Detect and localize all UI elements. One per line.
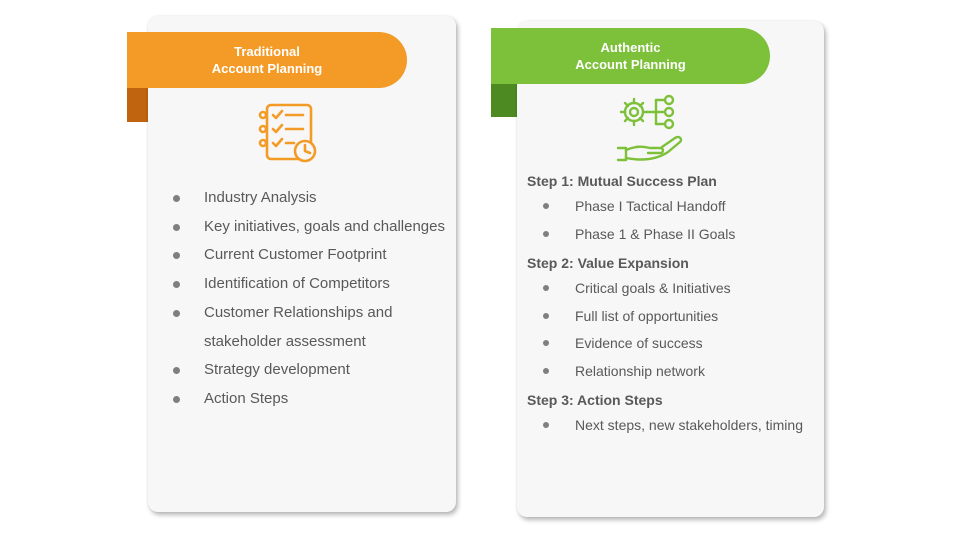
list-item: Strategy development <box>168 356 456 385</box>
list-item: Evidence of success <box>527 335 817 352</box>
step-1: Step 1: Mutual Success Plan Phase I Tact… <box>527 171 817 243</box>
step-3-items: Next steps, new stakeholders, timing <box>527 417 817 434</box>
list-item: Action Steps <box>168 385 456 414</box>
authentic-ribbon: Authentic Account Planning <box>491 28 770 84</box>
list-item: Customer Relationships and stakeholder a… <box>168 299 456 356</box>
ribbon-fold-traditional <box>127 84 149 122</box>
list-item: Relationship network <box>527 363 817 380</box>
list-item: Industry Analysis <box>168 184 456 213</box>
checklist-clock-icon <box>256 102 322 164</box>
authentic-title-line2: Account Planning <box>575 57 686 72</box>
list-item: Key initiatives, goals and challenges <box>168 213 456 242</box>
list-item: Identification of Competitors <box>168 270 456 299</box>
list-item: Next steps, new stakeholders, timing <box>527 417 817 434</box>
ribbon-fold-authentic <box>491 79 518 117</box>
step-2-items: Critical goals & Initiatives Full list o… <box>527 280 817 380</box>
traditional-ribbon: Traditional Account Planning <box>127 32 407 88</box>
list-item: Phase 1 & Phase II Goals <box>527 226 817 243</box>
list-item: Phase I Tactical Handoff <box>527 198 817 215</box>
step-1-title: Step 1: Mutual Success Plan <box>527 173 717 189</box>
traditional-title-line1: Traditional <box>234 44 300 59</box>
step-1-items: Phase I Tactical Handoff Phase 1 & Phase… <box>527 198 817 243</box>
authentic-title-line1: Authentic <box>600 40 661 55</box>
hand-gear-network-icon <box>612 92 688 164</box>
step-2-title: Step 2: Value Expansion <box>527 255 689 271</box>
list-item: Full list of opportunities <box>527 308 817 325</box>
list-item: Critical goals & Initiatives <box>527 280 817 297</box>
list-item: Current Customer Footprint <box>168 241 456 270</box>
traditional-title-line2: Account Planning <box>211 61 323 76</box>
step-3-title: Step 3: Action Steps <box>527 392 663 408</box>
step-2: Step 2: Value Expansion Critical goals &… <box>527 253 817 380</box>
traditional-card <box>148 16 456 512</box>
traditional-list: Industry Analysis Key initiatives, goals… <box>168 184 456 414</box>
authentic-steps: Step 1: Mutual Success Plan Phase I Tact… <box>527 171 817 445</box>
step-3: Step 3: Action Steps Next steps, new sta… <box>527 390 817 434</box>
